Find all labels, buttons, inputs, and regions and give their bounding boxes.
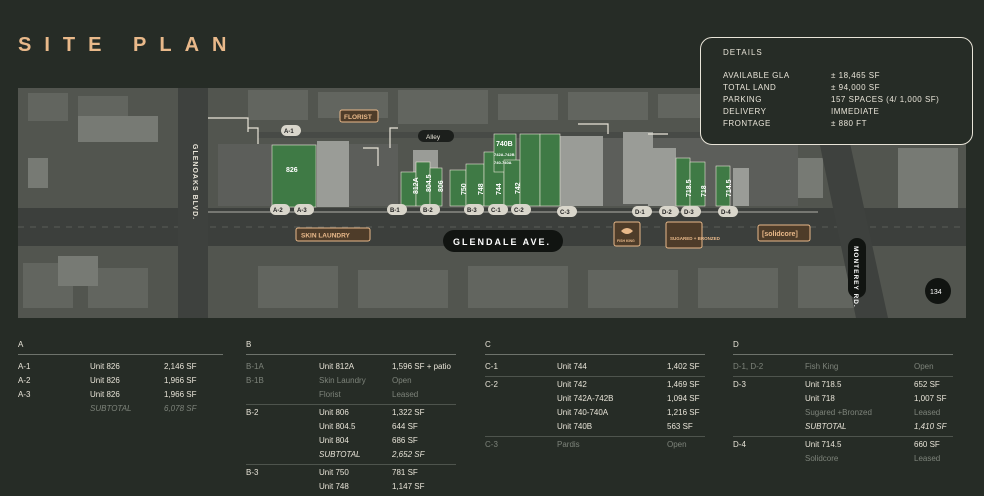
alley-label: Alley: [426, 134, 441, 141]
svg-text:C-3: C-3: [560, 210, 570, 216]
route-134-badge: 134: [930, 289, 942, 296]
pin-d4[interactable]: D-4: [718, 206, 738, 217]
pin-d3[interactable]: D-3: [681, 206, 701, 217]
pin-a1[interactable]: A-1: [281, 125, 301, 136]
pin-a3[interactable]: A-3: [294, 204, 314, 215]
unit-label: 742: [515, 182, 522, 194]
pin-c1[interactable]: C-1: [488, 204, 508, 215]
unit-label: 812A: [413, 177, 420, 194]
unit-label: 718: [701, 185, 708, 197]
detail-row: FRONTAGE± 880 FT: [723, 119, 867, 128]
svg-text:C-2: C-2: [514, 208, 524, 214]
unit-label: 740B: [496, 141, 513, 148]
pin-b3[interactable]: B-3: [464, 204, 484, 215]
street-glendale: GLENDALE AVE.: [453, 237, 551, 247]
tenant-solidcore: [solidcore]: [762, 231, 798, 238]
unit-label: 804.5: [426, 174, 433, 192]
unit-label: 742A-742B: [494, 152, 515, 157]
pin-a2[interactable]: A-2: [270, 204, 290, 215]
svg-text:D-2: D-2: [662, 210, 672, 216]
tenant-sugared-bronzed: SUGARED + BRONZED: [670, 236, 721, 241]
detail-row: AVAILABLE GLA± 18,465 SF: [723, 71, 881, 80]
table-heading: A: [18, 340, 24, 349]
unit-label: 748: [478, 183, 485, 195]
table-heading: D: [733, 340, 739, 349]
unit-label: 718.5: [686, 179, 693, 197]
street-monterey: MONTEREY RD.: [852, 246, 859, 308]
street-glenoaks: GLENOAKS BLVD.: [191, 144, 198, 220]
tenant-skin-laundry: SKIN LAUNDRY: [301, 233, 351, 240]
table-heading: B: [246, 340, 252, 349]
pin-c2[interactable]: C-2: [511, 204, 531, 215]
svg-text:D-4: D-4: [721, 210, 731, 216]
pin-d2[interactable]: D-2: [659, 206, 679, 217]
unit-label: 744: [496, 183, 503, 195]
unit-label: 750: [461, 183, 468, 195]
unit-label: 714.5: [726, 179, 733, 197]
pin-b2[interactable]: B-2: [420, 204, 440, 215]
unit-label: 826: [286, 167, 298, 174]
svg-text:B-2: B-2: [423, 208, 433, 214]
pin-c3[interactable]: C-3: [557, 206, 577, 217]
svg-text:A-2: A-2: [273, 208, 283, 214]
tenant-fish-king: FISH KING: [617, 239, 635, 243]
svg-text:D-1: D-1: [635, 210, 645, 216]
svg-text:C-1: C-1: [491, 208, 501, 214]
svg-text:A-3: A-3: [297, 208, 307, 214]
tenant-florist: FLORIST: [344, 114, 372, 121]
unit-label: 740-740A: [494, 160, 512, 165]
svg-text:B-3: B-3: [467, 208, 477, 214]
svg-text:B-1: B-1: [390, 208, 400, 214]
detail-row: TOTAL LAND± 94,000 SF: [723, 83, 881, 92]
details-heading: DETAILS: [723, 48, 763, 57]
fish-icon: [621, 228, 633, 234]
svg-text:D-3: D-3: [684, 210, 694, 216]
page-title: SITE PLAN: [18, 34, 240, 56]
pin-d1[interactable]: D-1: [632, 206, 652, 217]
pin-b1[interactable]: B-1: [387, 204, 407, 215]
svg-text:A-1: A-1: [284, 129, 294, 135]
unit-label: 806: [438, 180, 445, 192]
details-box: DETAILS AVAILABLE GLA± 18,465 SF TOTAL L…: [700, 37, 973, 145]
table-heading: C: [485, 340, 491, 349]
